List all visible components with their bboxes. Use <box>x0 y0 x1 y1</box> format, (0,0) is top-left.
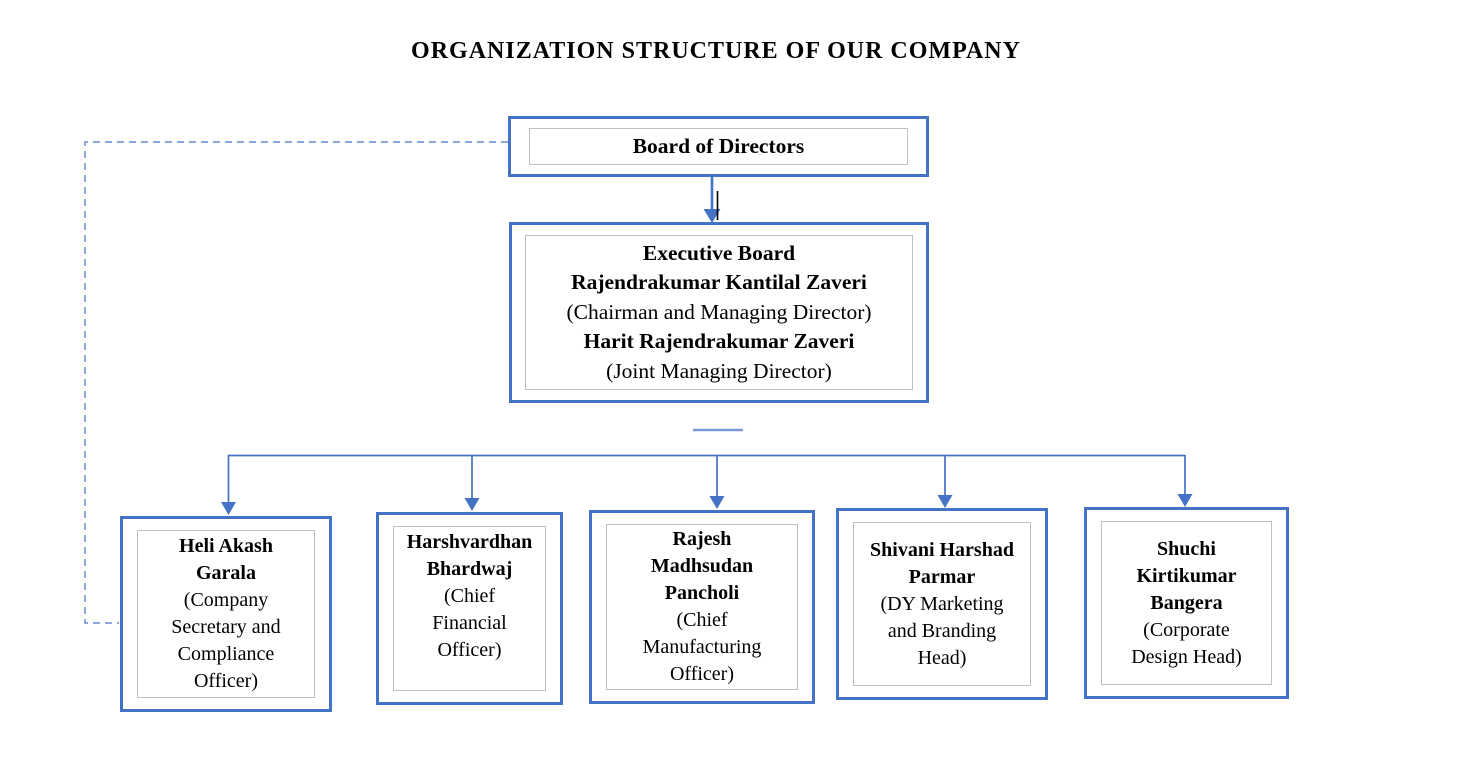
dept-role: (Chief Manufacturing Officer) <box>642 609 762 685</box>
dept-role: (DY Marketing and Branding Head) <box>880 592 1004 669</box>
dept-role: (Corporate Design Head) <box>1131 618 1242 668</box>
dept-inner-frame: Shivani Harshad Parmar (DY Marketing and… <box>853 522 1031 686</box>
dept-inner-frame: Rajesh Madhsudan Pancholi (Chief Manufac… <box>606 524 798 690</box>
board-to-executive-arrowhead <box>703 209 721 223</box>
board-of-directors-label: Board of Directors <box>632 134 805 158</box>
executive-board-heading: Executive Board <box>642 240 796 265</box>
executive-member-2-name: Harit Rajendrakumar Zaveri <box>583 329 855 354</box>
dept-name: Shivani Harshad Parmar <box>870 538 1014 588</box>
dept-inner-frame: Heli Akash Garala (Company Secretary and… <box>137 530 315 698</box>
dept-inner-frame: Shuchi Kirtikumar Bangera (Corporate Des… <box>1101 521 1272 685</box>
dept-node-corporate-design: Shuchi Kirtikumar Bangera (Corporate Des… <box>1084 507 1289 699</box>
dept-role: (Chief Financial Officer) <box>432 585 507 661</box>
dept-inner-frame: Harshvardhan Bhardwaj (Chief Financial O… <box>393 526 546 691</box>
board-of-directors-inner-frame: Board of Directors <box>529 128 908 165</box>
page-title: ORGANIZATION STRUCTURE OF OUR COMPANY <box>411 38 1021 64</box>
dept-name: Shuchi Kirtikumar Bangera <box>1136 537 1237 614</box>
dept-node-company-secretary: Heli Akash Garala (Company Secretary and… <box>120 516 332 712</box>
dept-name: Rajesh Madhsudan Pancholi <box>650 528 754 604</box>
dept-node-cmo: Rajesh Madhsudan Pancholi (Chief Manufac… <box>589 510 815 704</box>
drop-arrowhead-5 <box>1177 494 1193 507</box>
executive-member-1-role: (Chairman and Managing Director) <box>566 299 872 324</box>
dept-role: (Company Secretary and Compliance Office… <box>171 589 281 692</box>
executive-member-1-name: Rajendrakumar Kantilal Zaveri <box>571 270 867 295</box>
dept-node-cfo: Harshvardhan Bhardwaj (Chief Financial O… <box>376 512 563 705</box>
drop-arrowhead-3 <box>709 496 725 509</box>
dept-name: Heli Akash Garala <box>179 535 273 584</box>
dept-name: Harshvardhan Bhardwaj <box>406 531 533 580</box>
dashed-connector-line <box>84 141 508 624</box>
drop-arrowhead-1 <box>221 502 236 515</box>
drop-arrowhead-2 <box>464 498 480 511</box>
dept-node-marketing-branding: Shivani Harshad Parmar (DY Marketing and… <box>836 508 1048 700</box>
executive-member-2-role: (Joint Managing Director) <box>606 358 832 383</box>
drop-arrowhead-4 <box>937 495 953 508</box>
executive-board-inner-frame: Executive Board Rajendrakumar Kantilal Z… <box>525 235 913 390</box>
executive-board-node: Executive Board Rajendrakumar Kantilal Z… <box>509 222 929 403</box>
board-of-directors-node: Board of Directors <box>508 116 929 177</box>
